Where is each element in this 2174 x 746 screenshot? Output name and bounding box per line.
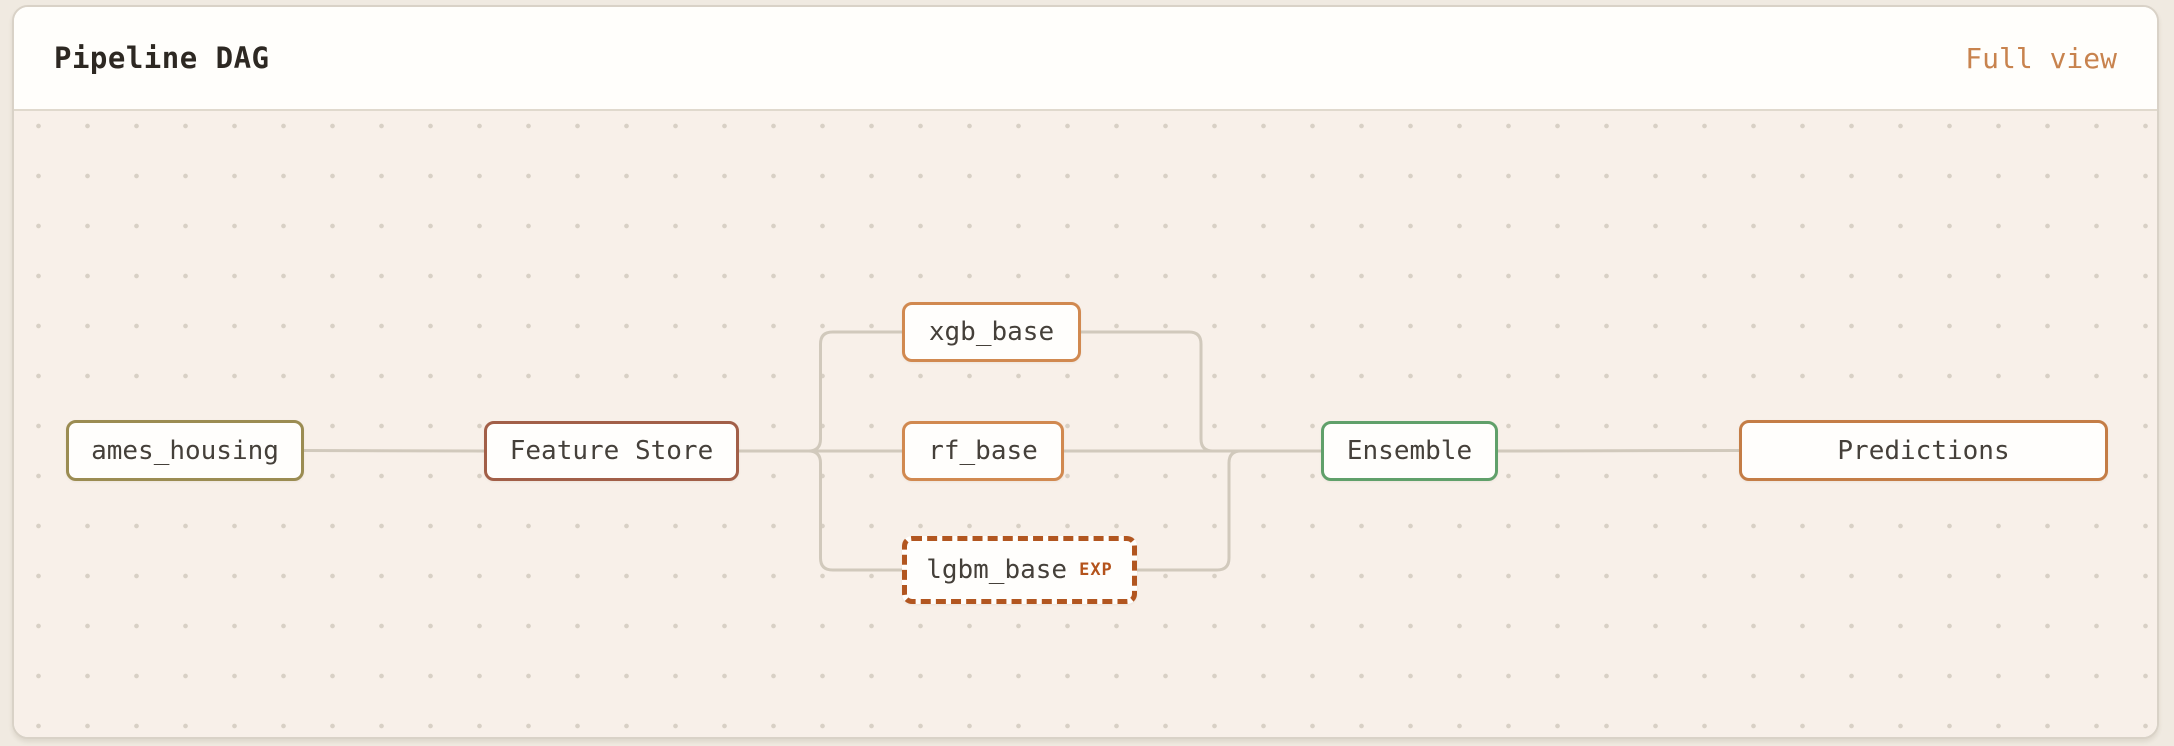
dag-node-predictions[interactable]: Predictions: [1739, 420, 2108, 481]
dag-edge-lgbm_base-to-ensemble: [1135, 449, 1323, 572]
node-label: Predictions: [1837, 435, 2010, 466]
dag-edges: [302, 330, 1741, 572]
dag-node-feature_store[interactable]: Feature Store: [484, 421, 739, 481]
dag-node-lgbm_base[interactable]: lgbm_base EXP: [902, 536, 1137, 604]
dag-canvas[interactable]: ames_housing Feature Store xgb_base rf_base…: [14, 111, 2157, 737]
dag-edge-xgb_base-to-ensemble: [1079, 330, 1323, 453]
dag-edge-feature_store-to-xgb_base: [737, 330, 904, 453]
dag-node-ames_housing[interactable]: ames_housing: [66, 420, 304, 481]
dag-node-ensemble[interactable]: Ensemble: [1321, 421, 1498, 481]
dag-edge-ames_housing-to-feature_store: [302, 449, 486, 453]
dag-node-xgb_base[interactable]: xgb_base: [902, 302, 1081, 362]
card-header: Pipeline DAG Full view: [14, 7, 2157, 111]
dag-node-rf_base[interactable]: rf_base: [902, 421, 1064, 481]
exp-badge: EXP: [1079, 560, 1113, 580]
card-title: Pipeline DAG: [54, 41, 270, 75]
node-label: Feature Store: [509, 436, 714, 466]
node-label: ames_housing: [91, 435, 279, 466]
dag-edge-ensemble-to-predictions: [1496, 449, 1741, 453]
full-view-link[interactable]: Full view: [1965, 41, 2117, 75]
dag-edge-feature_store-to-lgbm_base: [737, 449, 904, 572]
node-label: lgbm_base: [926, 555, 1068, 585]
node-label: rf_base: [928, 436, 1038, 466]
node-label: Ensemble: [1346, 436, 1473, 466]
node-label: xgb_base: [928, 317, 1055, 347]
pipeline-dag-card: Pipeline DAG Full view ames_housing Featu…: [12, 5, 2159, 739]
